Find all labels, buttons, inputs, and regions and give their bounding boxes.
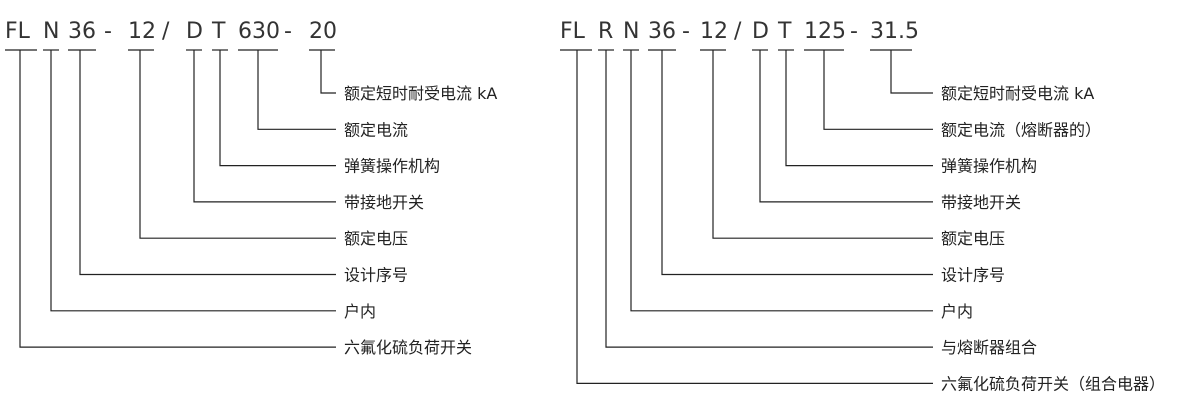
left-desc-D: 带接地开关	[344, 193, 424, 212]
right-leader-line-125	[823, 50, 933, 130]
left-desc-36: 设计序号	[344, 266, 408, 285]
right-code-token-125-9: 125	[804, 19, 846, 44]
right-desc-N: 户内	[941, 302, 973, 321]
left-leader-line-N	[50, 50, 336, 312]
right-desc-125: 额定电流（熔断器的）	[941, 120, 1101, 139]
right-leader-line-12	[712, 50, 933, 239]
right-code-token-FL-0: FL	[560, 19, 586, 44]
right-desc-12: 额定电压	[941, 229, 1005, 248]
right-leader-line-36	[661, 50, 933, 276]
right-desc-FL: 六氟化硫负荷开关（组合电器）	[941, 374, 1165, 393]
right-desc-T: 弹簧操作机构	[941, 157, 1037, 176]
right-leader-line-R	[605, 50, 933, 348]
left-desc-N: 户内	[344, 302, 376, 321]
left-desc-630: 额定电流	[344, 120, 408, 139]
left-leader-line-D	[193, 50, 336, 203]
right-code-token-R-1: R	[598, 19, 613, 44]
right-code-token-sep-6: /	[734, 19, 742, 44]
left-leader-line-T	[219, 50, 336, 167]
left-code-token-T-7: T	[211, 19, 226, 44]
left-desc-12: 额定电压	[344, 229, 408, 248]
right-leader-line-31-5	[890, 50, 933, 94]
left-desc-FL: 六氟化硫负荷开关	[344, 338, 472, 357]
left-code-token-N-1: N	[43, 19, 59, 44]
right-leader-line-FL	[576, 50, 933, 384]
right-code-token-N-2: N	[623, 19, 639, 44]
right-leader-line-D	[759, 50, 933, 203]
right-desc-D: 带接地开关	[941, 193, 1021, 212]
left-desc-T: 弹簧操作机构	[344, 157, 440, 176]
left-leader-line-FL	[19, 50, 336, 348]
right-desc-36: 设计序号	[941, 266, 1005, 285]
right-desc-R: 与熔断器组合	[941, 338, 1037, 357]
left-desc-20: 额定短时耐受电流 kA	[344, 84, 497, 103]
left-code-token-FL-0: FL	[5, 19, 31, 44]
left-code-token-630-8: 630	[238, 19, 280, 44]
left-code-token-12-4: 12	[128, 19, 156, 44]
left-code-token-sep-9: -	[284, 19, 292, 44]
left-leader-line-12	[139, 50, 336, 239]
left-code-token-36-2: 36	[68, 19, 96, 44]
right-leader-line-T	[785, 50, 933, 167]
left-code-token-sep-5: /	[162, 19, 170, 44]
left-code-token-D-6: D	[186, 19, 203, 44]
right-code-token-D-7: D	[752, 19, 769, 44]
right-code-token-12-5: 12	[700, 19, 728, 44]
right-leader-line-N	[630, 50, 933, 312]
right-desc-31-5: 额定短时耐受电流 kA	[941, 84, 1094, 103]
right-code-token-36-3: 36	[648, 19, 676, 44]
left-code-token-20-10: 20	[309, 19, 337, 44]
left-leader-line-36	[79, 50, 336, 276]
left-leader-line-630	[257, 50, 336, 130]
right-code-token-31-5-11: 31.5	[870, 19, 919, 44]
right-code-token-T-8: T	[777, 19, 792, 44]
right-code-token-sep-10: -	[850, 19, 858, 44]
left-leader-line-20	[320, 50, 336, 94]
right-code-token-sep-4: -	[682, 19, 690, 44]
left-code-token-sep-3: -	[104, 19, 112, 44]
